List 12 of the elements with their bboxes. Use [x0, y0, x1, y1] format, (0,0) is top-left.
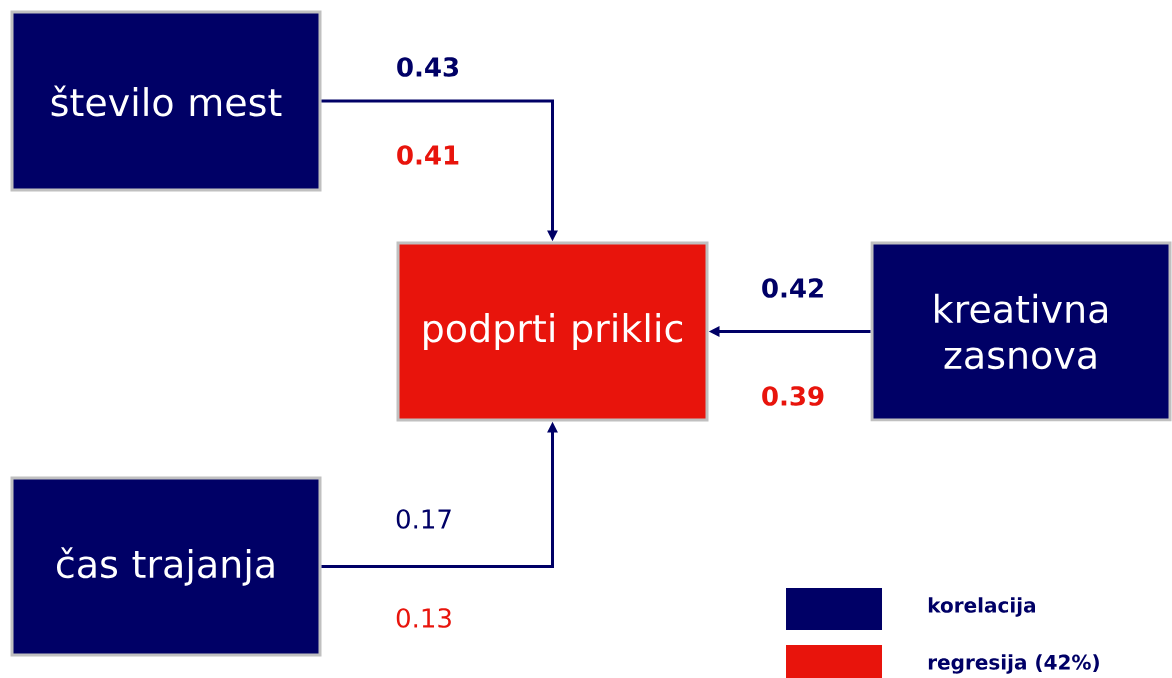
label-box: čas trajanja — [10, 476, 322, 657]
label-box: kreativna zasnova — [870, 241, 1172, 422]
coefficient-label: 0.42 — [762, 278, 823, 298]
legend-label: regresija (42%) — [928, 654, 1099, 674]
coefficient-label: 0.13 — [396, 608, 451, 628]
coefficient-label: 0.41 — [397, 145, 459, 165]
label-box: število mest — [10, 10, 322, 192]
coefficient-label: 0.43 — [397, 57, 459, 77]
label-box: podprti priklic — [396, 241, 709, 422]
legend-label: korelacija — [928, 597, 1035, 617]
coefficient-label: 0.39 — [762, 386, 824, 406]
coefficient-label: 0.17 — [396, 509, 451, 529]
